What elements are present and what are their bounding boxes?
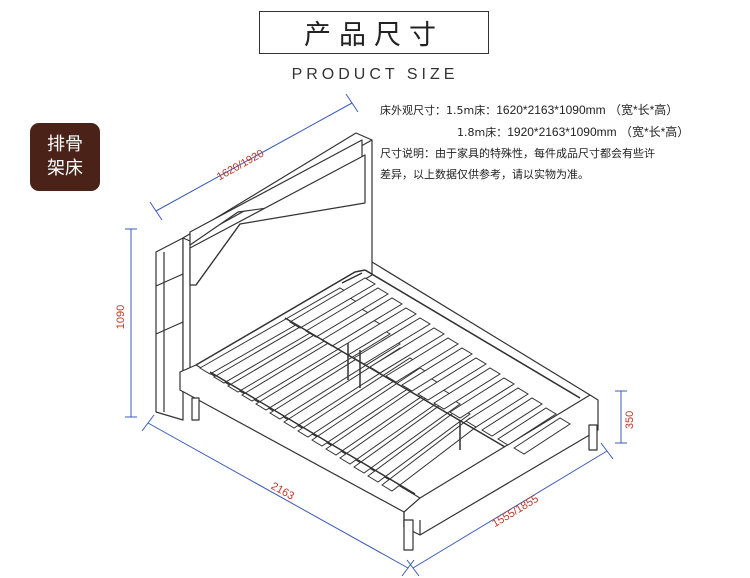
badge-line-1: 排骨 xyxy=(47,134,83,155)
slat-frame xyxy=(199,277,571,492)
dim-height: 1090 xyxy=(115,305,127,329)
spec-line-1: 床外观尺寸：1.5m床：1620*2163*1090mm （宽*长*高） xyxy=(380,101,678,118)
category-badge: 排骨 架床 xyxy=(30,123,100,191)
badge-line-2: 架床 xyxy=(47,158,83,179)
spec-note-1: 尺寸说明：由于家具的特殊性，每件成品尺寸都会有些许 xyxy=(380,147,655,160)
dim-leg-height: 350 xyxy=(624,411,636,429)
dim-line-length xyxy=(147,422,409,569)
spec-line-2: 1.8m床：1920*2163*1090mm （宽*长*高） xyxy=(457,123,689,140)
dim-line-headboard xyxy=(155,102,353,212)
dim-length: 2163 xyxy=(269,480,296,502)
dim-width: 1555/1855 xyxy=(490,493,541,530)
page-title: 产品尺寸 xyxy=(259,11,489,54)
leg-front-left xyxy=(403,519,414,551)
slat-rails xyxy=(195,269,581,495)
page-subtitle: PRODUCT SIZE xyxy=(291,66,459,83)
leg-back-left xyxy=(191,397,200,421)
dimension-lines xyxy=(125,93,627,577)
leg-front-right xyxy=(588,424,598,451)
dim-headboard-width: 1620/1920 xyxy=(215,148,266,184)
spec-line-2-value: 1920*2163*1090mm （宽*长*高） xyxy=(507,125,690,139)
spec-note-2: 差异，以上数据仅供参考，请以实物为准。 xyxy=(380,168,589,181)
spec-line-1-label: 床外观尺寸：1.5m床： xyxy=(380,104,497,117)
spec-line-2-label: 1.8m床： xyxy=(457,126,508,139)
spec-line-1-value: 1620*2163*1090mm （宽*长*高） xyxy=(496,103,679,117)
dim-line-width xyxy=(412,450,608,569)
side-shelf xyxy=(155,237,184,421)
